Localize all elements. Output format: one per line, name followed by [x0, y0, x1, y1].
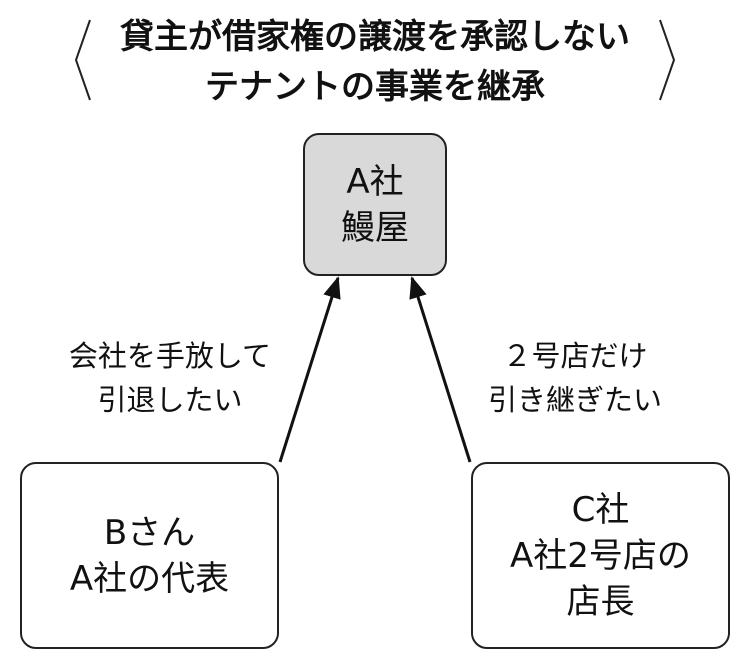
- edge-b-line-2: 引退したい: [97, 383, 243, 417]
- node-a-line-2: 鰻屋: [341, 207, 409, 248]
- right-angle-bracket: [659, 19, 676, 101]
- node-c-line-1: C社: [571, 489, 630, 530]
- title-line-2: テナントの事業を継承: [205, 67, 545, 107]
- node-a-line-1: A社: [346, 161, 404, 202]
- arrow-b-to-a: [278, 276, 341, 463]
- left-angle-bracket: [74, 19, 91, 101]
- edge-label-c-to-a: ２号店だけ 引き継ぎたい: [450, 334, 700, 422]
- node-c-line-2: A社2号店の: [510, 535, 691, 576]
- node-a-company: A社 鰻屋: [303, 133, 447, 276]
- edge-b-line-1: 会社を手放して: [68, 339, 272, 373]
- node-b-representative: Bさん A社の代表: [20, 462, 279, 649]
- node-c-company: C社 A社2号店の 店長: [471, 462, 730, 649]
- title-line-1: 貸主が借家権の譲渡を承認しない: [120, 17, 630, 57]
- node-b-line-1: Bさん: [103, 512, 196, 553]
- edge-c-line-2: 引き継ぎたい: [487, 383, 662, 417]
- edge-label-b-to-a: 会社を手放して 引退したい: [40, 334, 300, 422]
- node-c-line-3: 店長: [566, 581, 635, 622]
- edge-c-line-1: ２号店だけ: [502, 339, 648, 373]
- arrow-c-to-a: [409, 276, 472, 463]
- node-b-line-2: A社の代表: [69, 558, 230, 599]
